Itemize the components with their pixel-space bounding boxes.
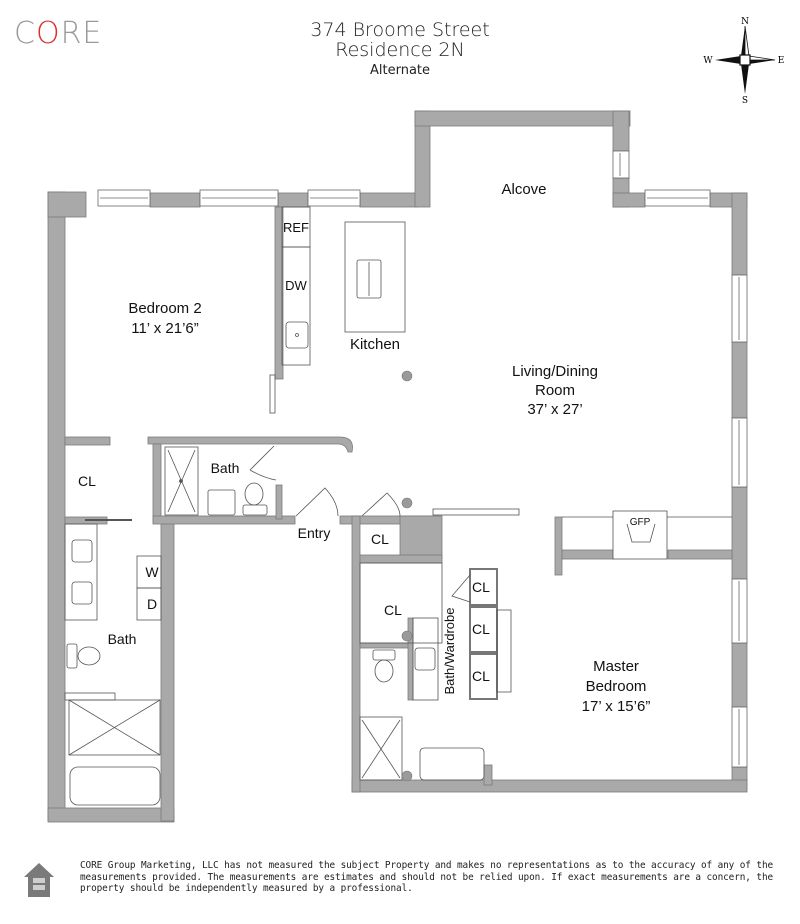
core-logo: CORE [14,16,102,51]
dryer-label: D [147,596,157,612]
toilet-icon [374,659,394,683]
room-label-living-2: Room [535,382,575,399]
compass-north: N [741,17,749,27]
room-label-bedroom2: Bedroom 2 [128,300,201,317]
room-label-entry-closet: CL [371,531,389,547]
sink-icon [414,647,436,671]
room-size-bedroom2: 11’ x 21’6” [131,320,199,337]
columns [401,370,413,782]
bath-sink-icon [207,489,236,516]
title-block: 374 Broome Street Residence 2N Alternate [250,20,550,82]
shower-icon [359,716,403,781]
room-label-closet: CL [78,473,96,489]
logo-text: C [14,16,36,51]
room-label-kitchen: Kitchen [350,336,400,353]
compass-west: W [703,56,713,66]
room-label-master-closet: CL [384,602,402,618]
room-label-master: Master [593,658,639,675]
room-label-entry: Entry [298,525,331,541]
disclaimer-text: CORE Group Marketing, LLC has not measur… [80,860,774,894]
logo-text: RE [60,16,103,51]
fireplace-label: GFP [630,517,651,528]
room-label-master-2: Bedroom [586,678,647,695]
sink-icon [71,581,93,605]
room-labels: Bedroom 2 11’ x 21’6” REF DW Kitchen Alc… [78,181,651,715]
shower-icon [68,699,161,756]
bathtub-icon [69,766,161,806]
plan-subtitle: Alternate [369,63,431,78]
equal-housing-icon [24,863,54,897]
wardrobe-closet-1: CL [472,579,490,595]
address-title: 374 Broome Street [310,19,490,41]
wardrobe-closet-2: CL [472,621,490,637]
room-label-bath-wardrobe: Bath/Wardrobe [442,608,457,695]
compass-east: E [778,56,785,66]
dryer [136,587,162,621]
compass-rose-icon: N S W E [703,17,785,106]
room-label-bath-upper: Bath [211,460,240,476]
footer: CORE Group Marketing, LLC has not measur… [0,855,800,915]
cooktop-icon [356,259,382,299]
fixtures [64,206,732,806]
ref-label: REF [283,220,309,235]
room-size-master: 17’ x 15’6” [582,698,651,715]
room-label-bath-left: Bath [108,631,137,647]
shower-icon [164,446,199,516]
kitchen-sink-icon [285,321,309,349]
toilet-icon [244,482,264,506]
washer-label: W [145,564,159,580]
walls [47,110,748,823]
compass-south: S [742,96,748,106]
sink-icon [71,539,93,563]
room-label-living: Living/Dining [512,363,598,380]
room-label-alcove: Alcove [501,181,546,198]
floor-plan: Bedroom 2 11’ x 21’6” REF DW Kitchen Alc… [47,110,748,823]
bathtub-icon [419,747,485,781]
kitchen-island [344,221,406,333]
dw-label: DW [285,278,307,293]
room-size-living: 37’ x 27’ [527,401,582,418]
windows [97,150,748,768]
toilet-icon [77,646,101,666]
unit-title: Residence 2N [335,39,465,61]
wardrobe-closet-3: CL [472,668,490,684]
logo-accent: O [35,16,61,51]
